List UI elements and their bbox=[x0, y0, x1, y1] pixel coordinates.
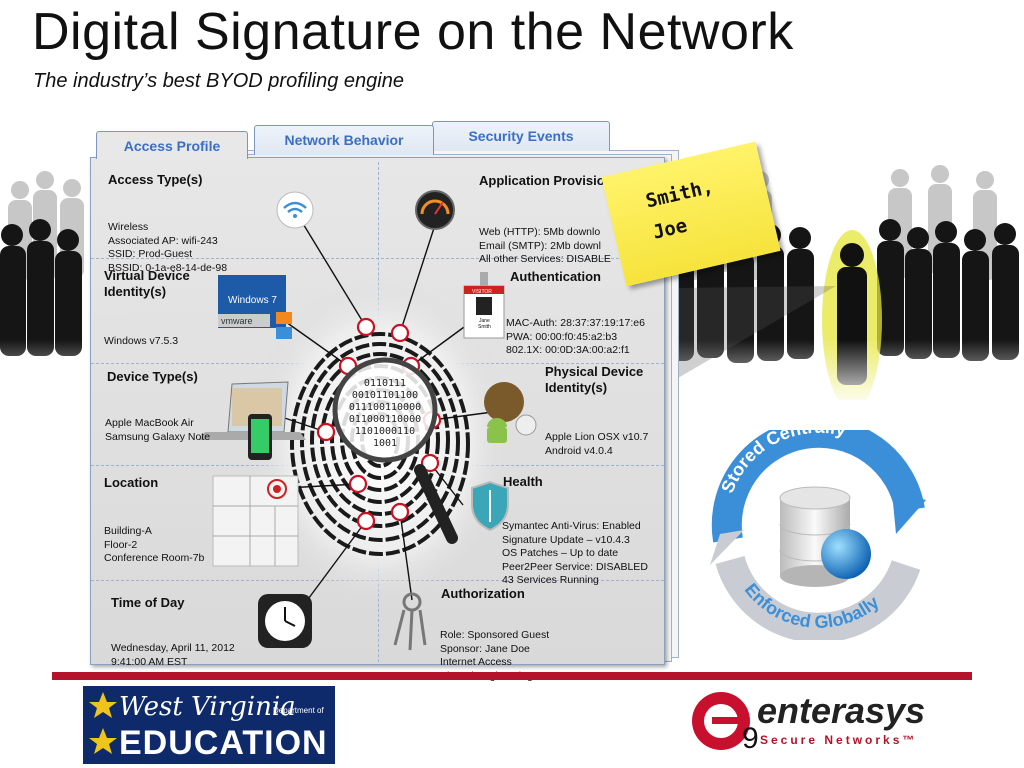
slide-subtitle: The industry’s best BYOD profiling engin… bbox=[33, 70, 404, 92]
time-of-day-title: Time of Day bbox=[111, 595, 185, 610]
svg-text:vmware: vmware bbox=[221, 316, 253, 326]
phone-icon bbox=[248, 414, 272, 460]
svg-text:Smith: Smith bbox=[478, 324, 491, 330]
authorization-title: Authorization bbox=[441, 586, 525, 601]
page-number: 9 bbox=[742, 722, 759, 755]
device-type-title: Device Type(s) bbox=[107, 369, 198, 384]
enterasys-logo-mark bbox=[692, 692, 750, 750]
wifi-icon bbox=[276, 191, 314, 229]
location-title: Location bbox=[104, 475, 159, 490]
app-provision-title: Application Provision bbox=[479, 173, 613, 188]
slide-title: Digital Signature on the Network bbox=[32, 3, 794, 61]
enterasys-tagline: Secure Networks™ bbox=[760, 733, 918, 747]
svg-text:Windows 7: Windows 7 bbox=[228, 295, 277, 306]
tab-network-behavior[interactable]: Network Behavior bbox=[254, 125, 434, 155]
authentication-title: Authentication bbox=[510, 269, 601, 284]
virtual-device-title: Virtual Device Identity(s) bbox=[104, 268, 190, 299]
virtual-device-body: Windows v7.5.3 bbox=[104, 335, 179, 347]
footer-divider bbox=[52, 672, 972, 680]
access-type-title: Access Type(s) bbox=[108, 172, 203, 187]
physical-device-title: Physical Device Identity(s) bbox=[545, 364, 644, 395]
tab-security-events[interactable]: Security Events bbox=[432, 121, 610, 151]
badge-icon: VISITOR Jane Smith bbox=[463, 272, 505, 339]
shield-icon bbox=[471, 480, 509, 532]
magnifier-icon bbox=[332, 357, 458, 544]
windows-icon: Windows 7 vmware bbox=[218, 275, 292, 339]
clock-icon bbox=[258, 594, 312, 648]
globe-icon bbox=[821, 529, 871, 579]
speedometer-icon bbox=[415, 190, 455, 230]
binary-readout: 0110111 00101101100 011100110000 0110001… bbox=[348, 378, 422, 449]
svg-text:VISITOR: VISITOR bbox=[472, 289, 492, 295]
stored-enforced-cycle: Stored Centrally Enforced Globally bbox=[710, 430, 926, 640]
apple-icon bbox=[484, 382, 537, 436]
floorplan-icon bbox=[212, 475, 299, 567]
keys-icon bbox=[393, 592, 427, 651]
tab-access-profile[interactable]: Access Profile bbox=[96, 131, 248, 159]
enterasys-wordmark: enterasys bbox=[757, 690, 926, 731]
svg-text:Jane: Jane bbox=[479, 318, 490, 324]
wv-education-logo: West Virginia Department of EDUCATION bbox=[83, 686, 335, 764]
health-title: Health bbox=[503, 474, 543, 489]
android-icon bbox=[487, 418, 507, 443]
